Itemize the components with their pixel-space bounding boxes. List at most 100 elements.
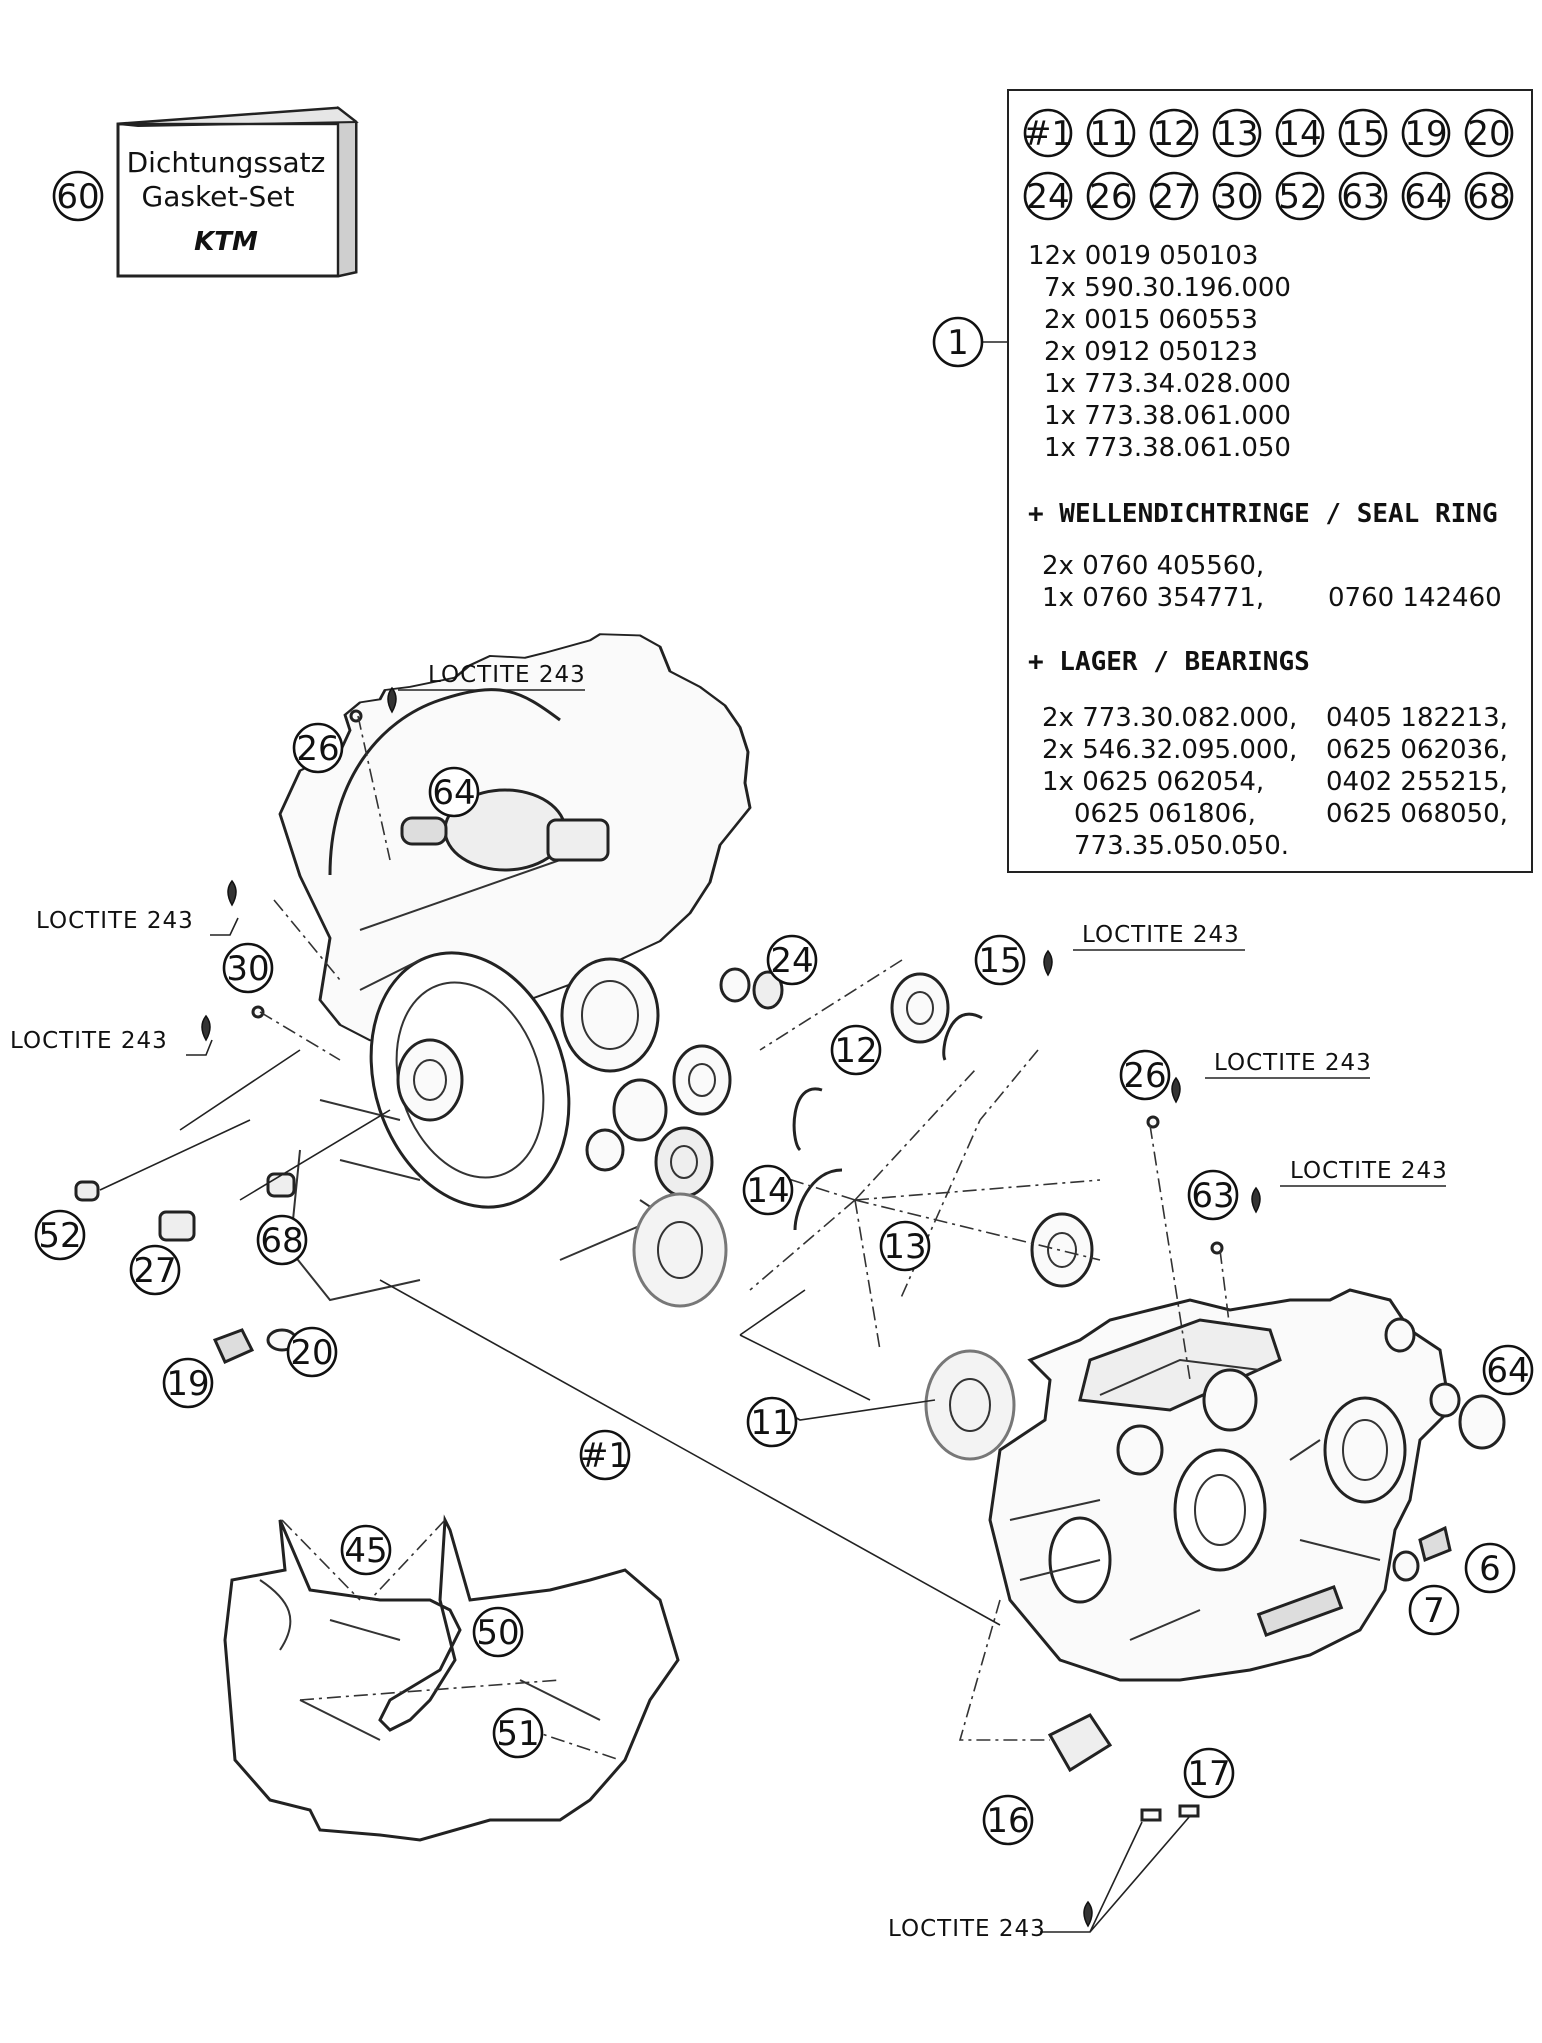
bearing-left-0: 2x 773.30.082.000, — [1042, 703, 1297, 733]
bearings-list-right: 0405 182213,0625 062036,0402 255215,0625… — [1326, 703, 1508, 829]
svg-text:52: 52 — [38, 1216, 81, 1256]
gasket-set-title-en: Gasket-Set — [142, 180, 295, 213]
svg-text:LOCTITE 243: LOCTITE 243 — [10, 1028, 168, 1054]
retaining-clips — [792, 1012, 983, 1231]
kit-ref-13: 13 — [1212, 108, 1262, 158]
loctite-label-1: LOCTITE 243 — [36, 879, 237, 934]
svg-text:LOCTITE 243: LOCTITE 243 — [1082, 922, 1240, 948]
bearing-right-2: 0402 255215, — [1326, 767, 1508, 797]
svg-text:51: 51 — [496, 1714, 539, 1754]
kit-ref-64: 64 — [1401, 171, 1451, 221]
loctite-label-6: LOCTITE 243 — [888, 1900, 1093, 1942]
crankcase-right-half — [988, 1288, 1461, 1682]
svg-text:64: 64 — [432, 773, 475, 813]
leader-lines — [99, 689, 1446, 1933]
svg-text:60: 60 — [56, 177, 99, 217]
loctite-drop-icon — [1043, 949, 1053, 977]
svg-text:63: 63 — [1191, 1176, 1234, 1216]
kit-part-3: 2x 0912 050123 — [1044, 337, 1258, 367]
svg-text:63: 63 — [1341, 177, 1384, 217]
svg-text:68: 68 — [1467, 177, 1510, 217]
callout-24-3: 24 — [766, 934, 818, 986]
callout-15-4: 15 — [974, 934, 1026, 986]
svg-text:20: 20 — [1467, 114, 1510, 154]
loctite-label-4: LOCTITE 243 — [1171, 1050, 1372, 1104]
bearing-left-1: 2x 546.32.095.000, — [1042, 735, 1297, 765]
callout-19-12: 19 — [162, 1357, 214, 1409]
svg-text:LOCTITE 243: LOCTITE 243 — [1290, 1158, 1448, 1184]
callout-63-16: 63 — [1187, 1169, 1239, 1221]
callout-26-15: 26 — [1119, 1049, 1171, 1101]
svg-text:13: 13 — [883, 1227, 926, 1267]
bearings-group — [400, 816, 1506, 1461]
kit-part-2: 2x 0015 060553 — [1044, 305, 1258, 335]
callout-30-2: 30 — [222, 942, 274, 994]
gasket-set-title-de: Dichtungssatz — [127, 146, 326, 179]
svg-text:#1: #1 — [580, 1436, 630, 1476]
loctite-drop-icon — [1171, 1076, 1181, 1104]
kit-refs-row-1: #1 11 12 13 14 15 19 20 — [1023, 108, 1514, 158]
callout-26-0: 26 — [292, 722, 344, 774]
svg-text:30: 30 — [1215, 177, 1258, 217]
svg-text:45: 45 — [344, 1531, 387, 1571]
callout-68-10: 68 — [256, 1214, 308, 1266]
svg-text:30: 30 — [226, 949, 269, 989]
kit-ref-63: 63 — [1338, 171, 1388, 221]
callout-1: 1 — [932, 316, 1008, 368]
loctite-drop-icon — [201, 1014, 211, 1042]
callout-52-8: 52 — [34, 1209, 86, 1261]
kit-ref-20: 20 — [1464, 108, 1514, 158]
bearings-list-left: 2x 773.30.082.000,2x 546.32.095.000,1x 0… — [1042, 703, 1297, 861]
callout-16-23: 16 — [982, 1794, 1034, 1846]
callout-11-13: 11 — [746, 1396, 798, 1448]
seal-left-1: 1x 0760 354771, — [1042, 583, 1264, 613]
seal-right-0: 0760 142460 — [1328, 583, 1502, 613]
svg-text:11: 11 — [750, 1403, 793, 1443]
bearing-left-2: 1x 0625 062054, — [1042, 767, 1264, 797]
callout-hash1-14: #1 — [579, 1429, 631, 1481]
svg-text:24: 24 — [770, 941, 813, 981]
svg-text:19: 19 — [166, 1364, 209, 1404]
kit-ref-hash1: #1 — [1023, 108, 1073, 158]
kit-ref-14: 14 — [1275, 108, 1325, 158]
loctite-label-2: LOCTITE 243 — [10, 1014, 211, 1054]
svg-text:19: 19 — [1404, 114, 1447, 154]
loctite-drop-icon — [227, 879, 237, 907]
callout-51-22: 51 — [492, 1707, 544, 1759]
callout-12-5: 12 — [830, 1024, 882, 1076]
callout-17-24: 17 — [1183, 1747, 1235, 1799]
callout-45-20: 45 — [340, 1524, 392, 1576]
callout-64-17: 64 — [1482, 1344, 1534, 1396]
gasket-set-box: Dichtungssatz Gasket-Set KTM — [116, 105, 359, 278]
loctite-drop-icon — [1251, 1186, 1261, 1214]
kit-ref-11: 11 — [1086, 108, 1136, 158]
svg-text:20: 20 — [290, 1333, 333, 1373]
bearing-right-1: 0625 062036, — [1326, 735, 1508, 765]
svg-text:15: 15 — [1341, 114, 1384, 154]
kit-ref-15: 15 — [1338, 108, 1388, 158]
svg-text:26: 26 — [296, 729, 339, 769]
svg-text:1: 1 — [947, 323, 969, 363]
bearing-left-3: 0625 061806, — [1074, 799, 1256, 829]
kit-part-4: 1x 773.34.028.000 — [1044, 369, 1291, 399]
kit-ref-26: 26 — [1086, 171, 1136, 221]
kit-ref-27: 27 — [1149, 171, 1199, 221]
ktm-logo: KTM — [194, 227, 258, 257]
callout-6-18: 6 — [1464, 1542, 1516, 1594]
svg-text:6: 6 — [1479, 1549, 1501, 1589]
loctite-drop-icon — [1083, 1900, 1093, 1928]
kit-ref-19: 19 — [1401, 108, 1451, 158]
kit-ref-24: 24 — [1023, 171, 1073, 221]
svg-text:LOCTITE 243: LOCTITE 243 — [36, 908, 194, 934]
svg-text:14: 14 — [1278, 114, 1321, 154]
svg-text:13: 13 — [1215, 114, 1258, 154]
callout-20-11: 20 — [286, 1326, 338, 1378]
svg-text:24: 24 — [1026, 177, 1069, 217]
svg-text:LOCTITE 243: LOCTITE 243 — [1214, 1050, 1372, 1076]
svg-text:27: 27 — [1152, 177, 1195, 217]
kit-ref-12: 12 — [1149, 108, 1199, 158]
